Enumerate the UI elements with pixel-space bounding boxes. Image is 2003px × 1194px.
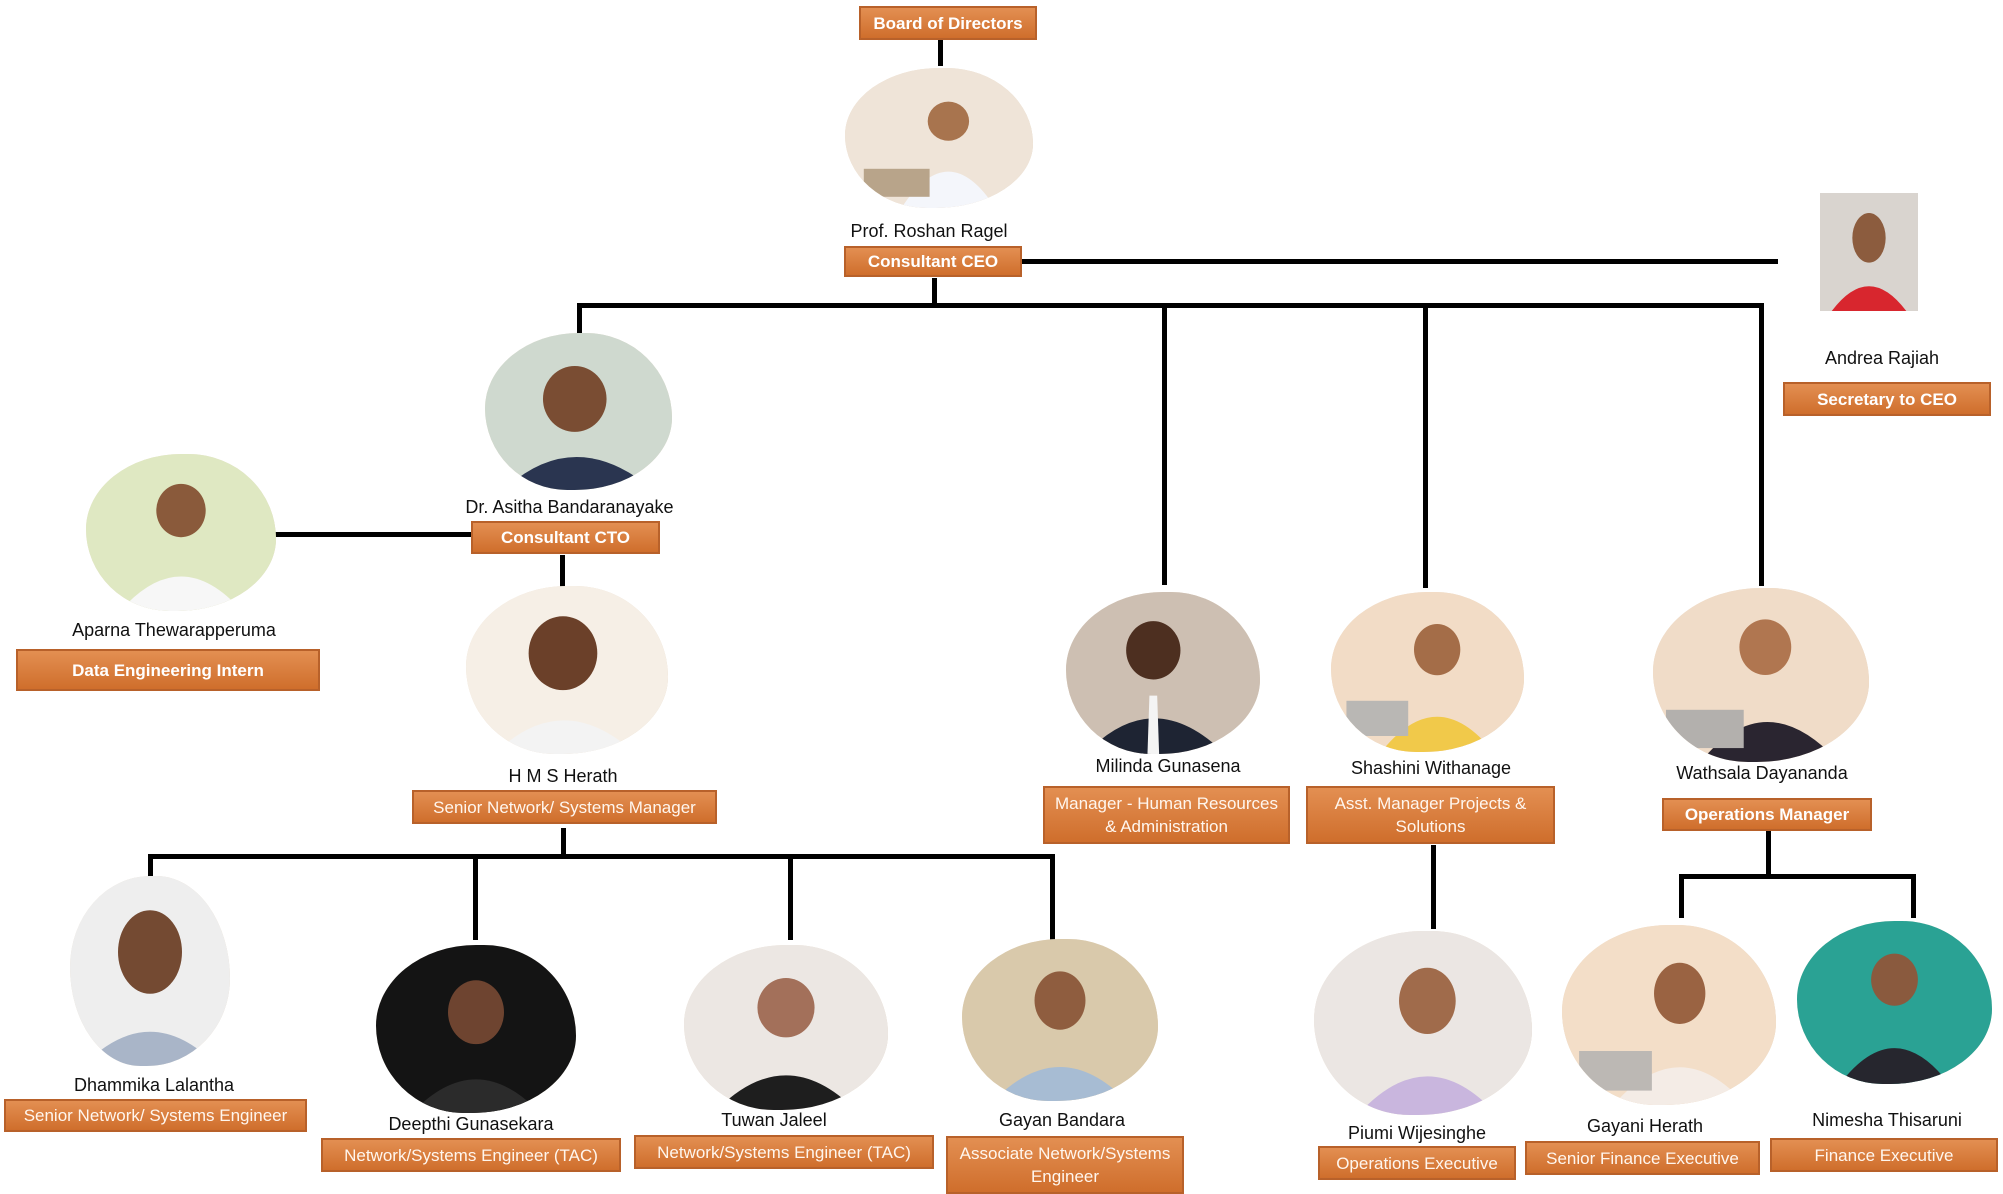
milinda-photo — [1066, 592, 1260, 754]
piumi-name: Piumi Wijesinghe — [1347, 1123, 1487, 1143]
milinda-role-box: Manager - Human Resources & Administrati… — [1043, 786, 1290, 844]
connector-line — [1050, 854, 1055, 940]
connector-line — [938, 38, 943, 66]
tuwan-photo — [684, 945, 888, 1110]
connector-line — [1911, 874, 1916, 918]
ceo-photo — [845, 68, 1033, 208]
herath-role-box: Senior Network/ Systems Manager — [412, 790, 717, 824]
deepthi-role-box: Network/Systems Engineer (TAC) — [321, 1138, 621, 1172]
connector-line — [560, 555, 565, 587]
milinda-name: Milinda Gunasena — [1095, 756, 1241, 776]
connector-line — [932, 278, 937, 306]
dhammika-photo — [70, 876, 230, 1066]
intern-photo — [86, 454, 276, 611]
dhammika-name: Dhammika Lalantha — [73, 1075, 235, 1095]
connector-line — [1679, 874, 1684, 918]
connector-line — [148, 854, 1054, 859]
intern-role-box: Data Engineering Intern — [16, 649, 320, 691]
shashini-name: Shashini Withanage — [1350, 758, 1512, 778]
cto-role-box: Consultant CTO — [471, 521, 660, 554]
connector-line — [275, 532, 473, 537]
herath-photo — [466, 586, 668, 754]
piumi-photo — [1314, 931, 1532, 1115]
ceo-role-box: Consultant CEO — [844, 246, 1022, 277]
secretary-name: Andrea Rajiah — [1824, 348, 1940, 368]
deepthi-photo — [376, 945, 576, 1113]
gayan-name: Gayan Bandara — [998, 1110, 1126, 1130]
connector-line — [1766, 828, 1771, 876]
nimesha-photo — [1797, 921, 1992, 1084]
cto-name: Dr. Asitha Bandaranayake — [465, 497, 674, 517]
connector-line — [577, 303, 582, 338]
wathsala-name: Wathsala Dayananda — [1676, 763, 1848, 783]
tuwan-name: Tuwan Jaleel — [721, 1110, 827, 1130]
gayani-name: Gayani Herath — [1586, 1116, 1704, 1136]
shashini-photo — [1331, 592, 1524, 752]
connector-line — [473, 854, 478, 940]
secretary-role-box: Secretary to CEO — [1783, 382, 1991, 416]
intern-name: Aparna Thewarapperuma — [72, 620, 276, 640]
piumi-role-box: Operations Executive — [1318, 1146, 1516, 1180]
connector-line — [1022, 259, 1778, 264]
connector-line — [1423, 303, 1428, 588]
gayani-role-box: Senior Finance Executive — [1525, 1141, 1760, 1175]
tuwan-role-box: Network/Systems Engineer (TAC) — [634, 1135, 934, 1169]
dhammika-role-box: Senior Network/ Systems Engineer — [4, 1099, 307, 1132]
connector-line — [788, 854, 793, 940]
connector-line — [561, 828, 566, 856]
nimesha-name: Nimesha Thisaruni — [1812, 1110, 1962, 1130]
connector-line — [1162, 303, 1167, 585]
nimesha-role-box: Finance Executive — [1770, 1138, 1998, 1172]
shashini-role-box: Asst. Manager Projects & Solutions — [1306, 786, 1555, 844]
wathsala-photo — [1653, 588, 1869, 762]
connector-line — [1431, 845, 1436, 929]
gayan-photo — [962, 939, 1158, 1101]
secretary-photo — [1820, 193, 1918, 311]
gayan-role-box: Associate Network/Systems Engineer — [946, 1136, 1184, 1194]
connector-line — [577, 303, 1764, 308]
wathsala-role-box: Operations Manager — [1662, 798, 1872, 831]
connector-line — [1759, 303, 1764, 586]
deepthi-name: Deepthi Gunasekara — [388, 1114, 554, 1134]
board-of-directors-box: Board of Directors — [859, 6, 1037, 40]
ceo-name: Prof. Roshan Ragel — [850, 221, 1008, 241]
connector-line — [1679, 874, 1916, 879]
herath-name: H M S Herath — [508, 766, 618, 786]
gayani-photo — [1562, 925, 1776, 1105]
connector-line — [148, 854, 153, 888]
cto-photo — [485, 333, 672, 490]
